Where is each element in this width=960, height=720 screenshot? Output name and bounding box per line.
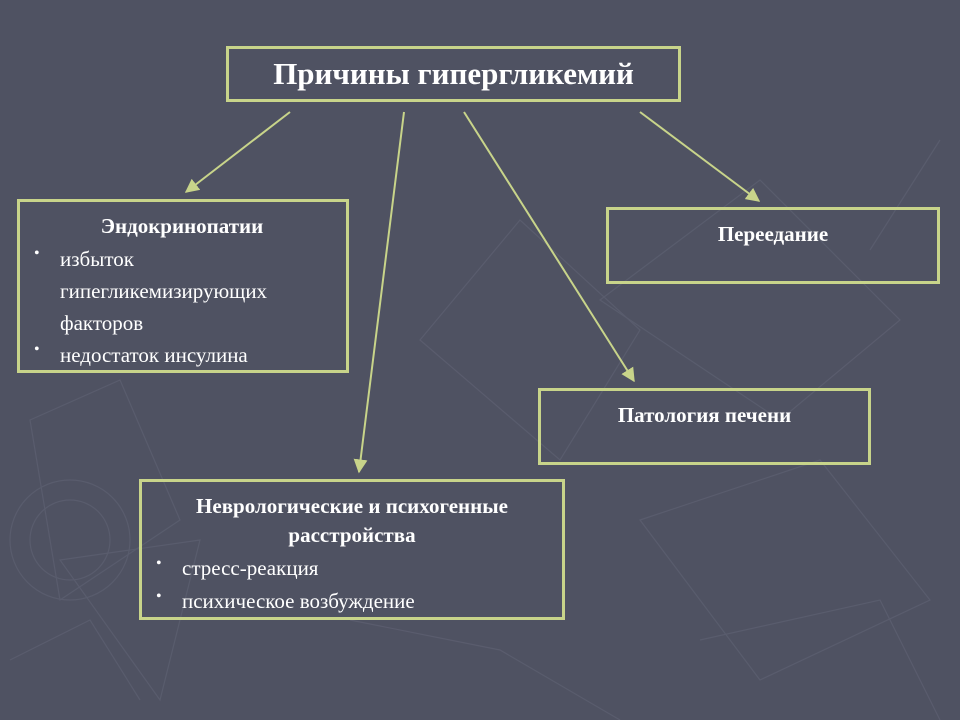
list-item: • недостаток инсулина bbox=[30, 339, 334, 371]
endocrinopathy-list: • избыток гипегликемизирующих факторов • н… bbox=[30, 243, 334, 371]
list-item: • психическое возбуждение bbox=[152, 585, 552, 618]
bullet-icon: • bbox=[34, 341, 40, 358]
endocrinopathy-heading: Эндокринопатии bbox=[100, 214, 264, 238]
neuro-psychogenic-heading: Неврологические и психогенные расстройст… bbox=[196, 494, 508, 547]
list-item-text: недостаток инсулина bbox=[60, 343, 248, 367]
overeating-heading: Переедание bbox=[717, 222, 829, 246]
neuro-psychogenic-list: • стресс-реакция • психическое возбуждение bbox=[152, 552, 552, 618]
diagram-title-box: Причины гипергликемий bbox=[226, 46, 681, 102]
arrow-to-endocrinopathy bbox=[184, 111, 291, 193]
diagram-title: Причины гипергликемий bbox=[273, 56, 634, 91]
bullet-icon: • bbox=[34, 245, 40, 262]
neuro-psychogenic-box: Неврологические и психогенные расстройст… bbox=[139, 479, 565, 620]
list-item-text: избыток гипегликемизирующих факторов bbox=[60, 247, 268, 335]
overeating-box: Переедание bbox=[606, 207, 940, 284]
arrow-to-overeating bbox=[639, 111, 761, 202]
liver-pathology-heading: Патология печени bbox=[617, 403, 792, 427]
arrow-to-liver bbox=[463, 111, 635, 383]
list-item-text: стресс-реакция bbox=[182, 556, 319, 580]
arrow-to-neuro bbox=[353, 111, 405, 474]
list-item-text: психическое возбуждение bbox=[182, 589, 415, 613]
list-item: • стресс-реакция bbox=[152, 552, 552, 585]
endocrinopathy-box: Эндокринопатии • избыток гипегликемизирую… bbox=[17, 199, 349, 373]
bullet-icon: • bbox=[156, 588, 162, 605]
bullet-icon: • bbox=[156, 555, 162, 572]
liver-pathology-box: Патология печени bbox=[538, 388, 871, 465]
list-item: • избыток гипегликемизирующих факторов bbox=[30, 243, 334, 339]
